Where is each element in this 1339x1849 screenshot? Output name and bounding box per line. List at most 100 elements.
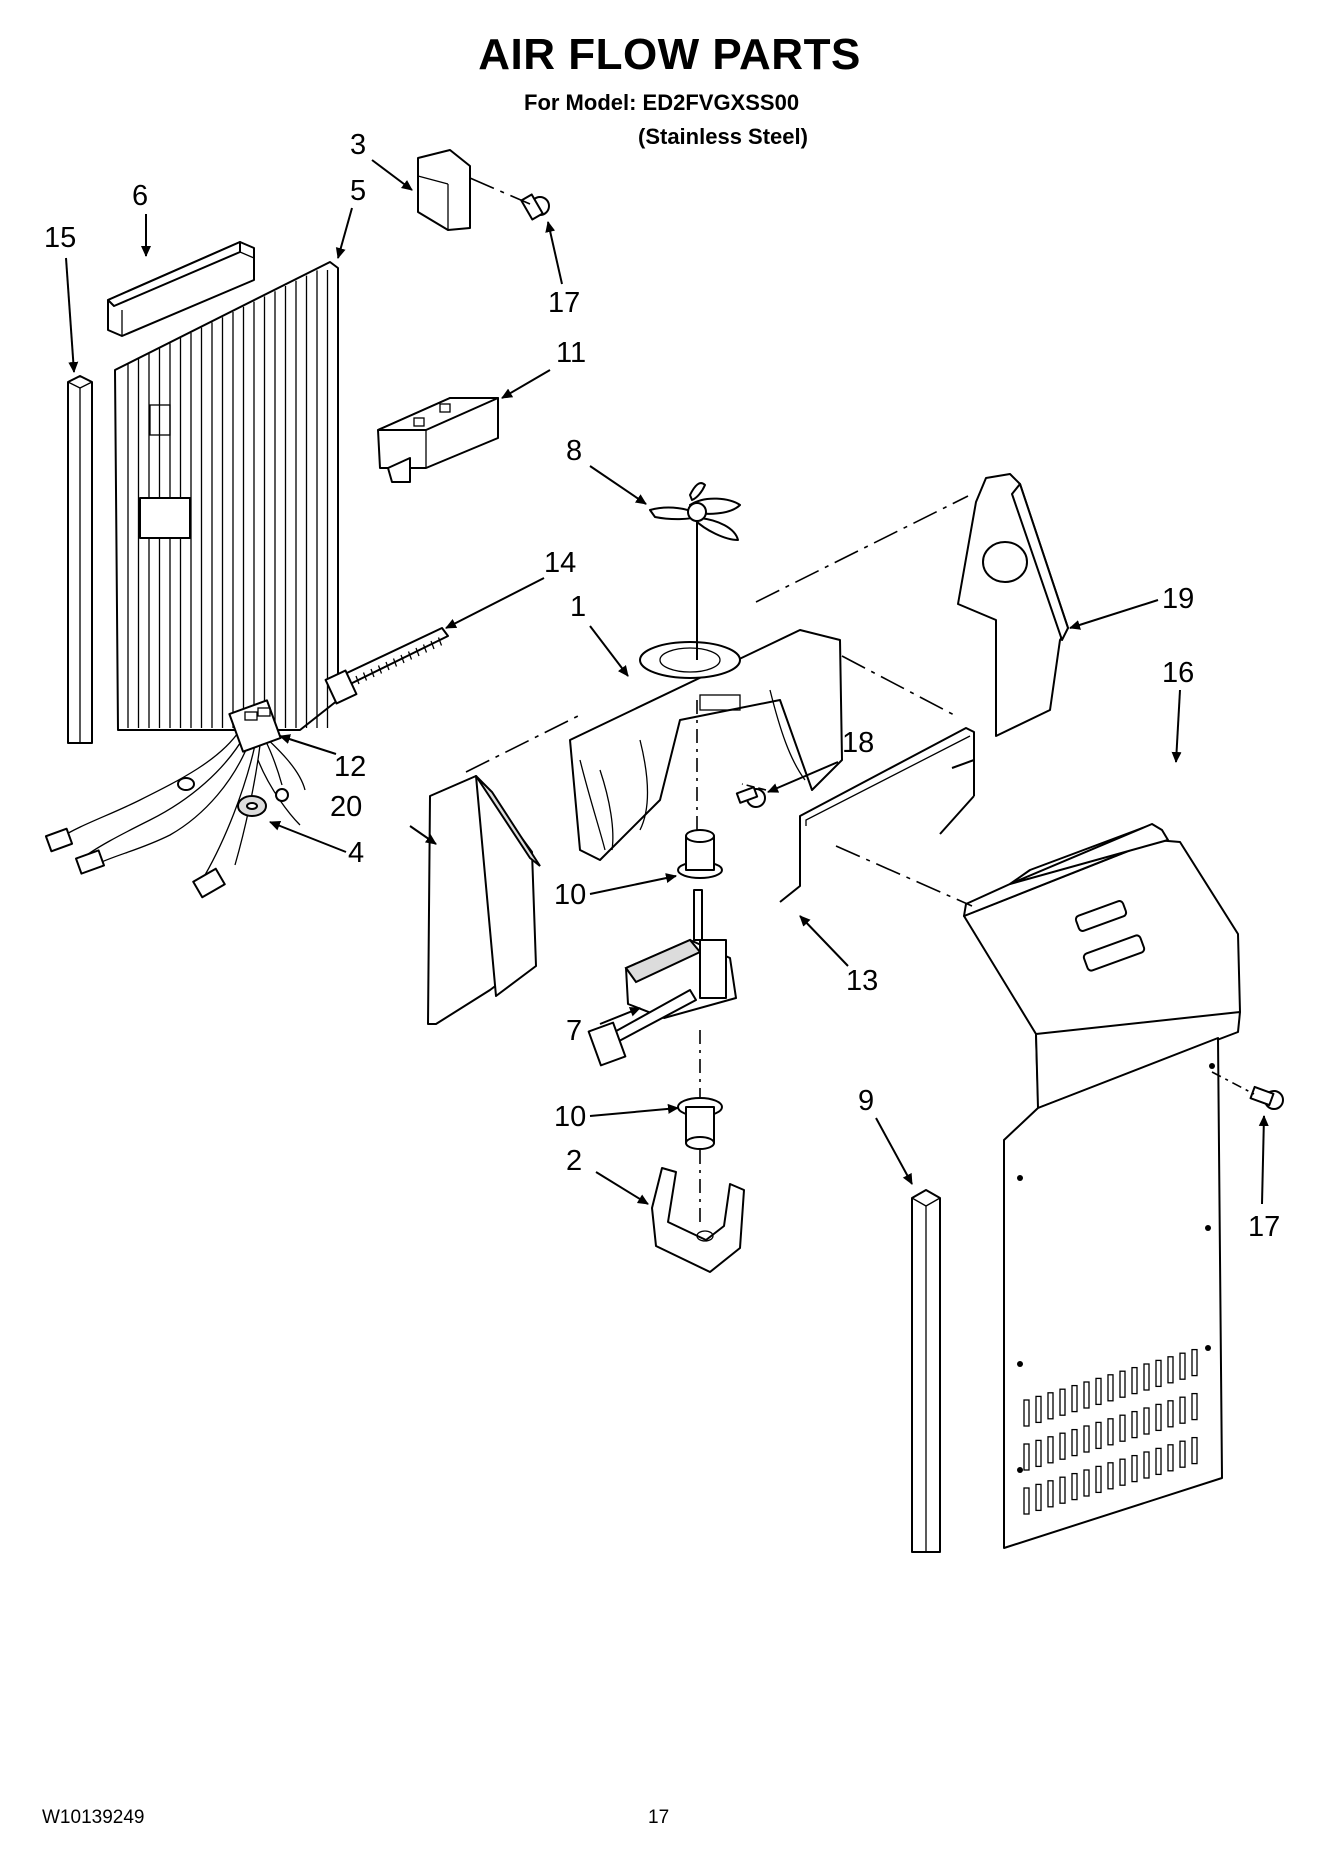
vent-slot: [1191, 1348, 1198, 1377]
leader-line-c16: [1171, 689, 1182, 763]
cable-tie-tooth: [392, 658, 398, 667]
vent-slot: [1143, 1451, 1150, 1479]
vent-slot: [1095, 1465, 1102, 1494]
part-2-motor-bracket: [651, 1167, 745, 1273]
leader-line-c5: [335, 207, 353, 259]
vent-slot: [1071, 1472, 1078, 1501]
cable-tie-tooth: [370, 668, 375, 678]
vent-slot: [1023, 1443, 1030, 1471]
vent-slot: [1119, 1458, 1126, 1486]
callout-c18: 18: [842, 727, 874, 759]
cable-tie-tooth: [430, 640, 435, 650]
vent-slot: [1191, 1392, 1198, 1421]
vent-slot: [1119, 1370, 1126, 1398]
callout-c2: 2: [566, 1145, 582, 1177]
cable-tie-tooth: [400, 654, 405, 664]
callout-c10b: 10: [554, 1101, 586, 1133]
vent-slot: [1155, 1403, 1162, 1432]
leader-line-c4: [269, 821, 347, 853]
part-1-fan-shroud: [569, 629, 843, 861]
vent-slot: [1179, 1396, 1186, 1424]
vent-slot: [1035, 1483, 1042, 1512]
leader-line-c11: [501, 369, 551, 399]
vent-slot: [1131, 1410, 1138, 1439]
vent-slot: [1071, 1428, 1078, 1457]
vent-slot: [1167, 1356, 1174, 1384]
vent-slot: [1023, 1487, 1030, 1515]
callout-c9: 9: [858, 1085, 874, 1117]
part-5-evaporator-cover: [114, 261, 339, 731]
part-12-wire-harness: [44, 699, 306, 899]
leader-line-c17a: [545, 221, 563, 285]
part-10-grommet-lower: [677, 1097, 723, 1150]
vent-slot: [1059, 1476, 1066, 1504]
page-title: AIR FLOW PARTS: [478, 30, 861, 79]
callout-c17a: 17: [548, 287, 580, 319]
cable-tie-tooth: [377, 665, 383, 674]
leader-line-c15: [65, 257, 79, 373]
vent-slot: [1107, 1418, 1114, 1446]
vent-slot: [1035, 1395, 1042, 1424]
part-20-duct-panel: [427, 775, 541, 1025]
callout-c14: 14: [544, 547, 576, 579]
callout-c11: 11: [556, 337, 586, 369]
cable-tie-tooth: [415, 647, 420, 657]
part-4-grommet: [237, 795, 267, 817]
vent-slot: [1107, 1374, 1114, 1402]
leader-line-c2: [595, 1171, 649, 1205]
vent-slot: [1059, 1432, 1066, 1460]
leader-line-c10a: [589, 873, 677, 895]
part-11-bracket: [377, 397, 499, 483]
leader-line-c8: [589, 465, 647, 505]
callout-c16: 16: [1162, 657, 1194, 689]
leader-line-c10b: [589, 1103, 679, 1117]
cable-tie-tooth: [422, 644, 428, 653]
vent-slot: [1023, 1399, 1030, 1427]
part-19-right-panel: [957, 473, 1069, 737]
part-13-wire-bracket: [779, 727, 975, 903]
vent-slot: [1143, 1407, 1150, 1435]
part-17-screw-right: [1249, 1085, 1284, 1110]
vent-slot: [1095, 1377, 1102, 1406]
part-6-top-bracket: [107, 241, 255, 337]
vent-slot: [1155, 1359, 1162, 1388]
leader-line-c13: [799, 915, 849, 967]
part-16-air-panel: [963, 823, 1241, 1549]
callout-c13: 13: [846, 965, 878, 997]
model-line: For Model: ED2FVGXSS00: [524, 90, 800, 115]
callout-c20: 20: [330, 791, 362, 823]
leader-line-c7: [599, 1007, 641, 1025]
callout-c15: 15: [44, 222, 76, 254]
cable-tie-tooth: [362, 672, 368, 681]
leader-line-c12: [279, 734, 337, 755]
callout-c3: 3: [350, 129, 366, 161]
leader-line-c20: [409, 825, 437, 845]
vent-slot: [1191, 1436, 1198, 1465]
vent-slot: [1047, 1480, 1054, 1508]
part-3-duct-cap: [417, 149, 471, 231]
vent-slot: [1047, 1436, 1054, 1464]
callout-c4: 4: [348, 837, 364, 869]
vent-slot: [1155, 1447, 1162, 1476]
leader-line-c1: [589, 625, 629, 677]
vent-slot: [1083, 1469, 1090, 1497]
vent-slot: [1047, 1392, 1054, 1420]
vent-slot: [1167, 1444, 1174, 1472]
vent-slot: [1167, 1400, 1174, 1428]
vent-slot: [1083, 1425, 1090, 1453]
vent-slot: [1179, 1440, 1186, 1468]
part-18-screw: [735, 786, 766, 808]
callout-c12: 12: [334, 751, 366, 783]
vent-slot: [1107, 1462, 1114, 1490]
part-17-screw-top: [520, 193, 550, 221]
vent-slot: [1083, 1381, 1090, 1409]
cable-tie-tooth: [437, 637, 443, 646]
callout-c10a: 10: [554, 879, 586, 911]
vent-slot: [1035, 1439, 1042, 1468]
leader-line-c9: [875, 1117, 913, 1185]
part-15-seal: [67, 375, 93, 744]
callout-c8: 8: [566, 435, 582, 467]
part-9-seal: [911, 1189, 941, 1553]
